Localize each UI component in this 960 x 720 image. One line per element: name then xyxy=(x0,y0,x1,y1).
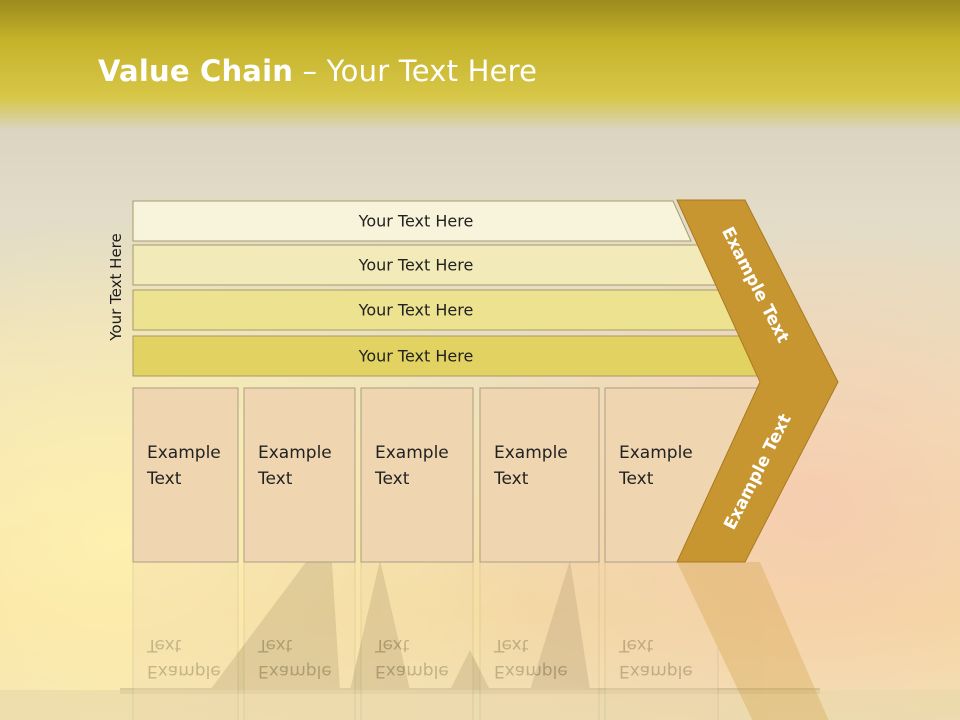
arrow-reflection xyxy=(677,562,829,720)
support-row-label: Your Text Here xyxy=(358,256,474,275)
primary-column xyxy=(479,387,600,563)
column-reflection xyxy=(132,561,239,720)
margin-arrow xyxy=(676,199,839,563)
column-reflection-text: Text xyxy=(493,635,529,655)
slide-title-bold: Value Chain xyxy=(98,54,294,88)
column-reflection-text: Example xyxy=(494,661,568,681)
primary-column-label: Example xyxy=(258,443,332,463)
slide-title-rest: Your Text Here xyxy=(326,54,538,88)
primary-column-label: Example xyxy=(494,443,568,463)
primary-column-label: Example xyxy=(619,443,693,463)
primary-column-label: Example xyxy=(375,443,449,463)
primary-column-label: Text xyxy=(374,469,410,489)
column-reflection-text: Example xyxy=(258,661,332,681)
column-reflection-text: Example xyxy=(619,661,693,681)
primary-column-label: Text xyxy=(618,469,654,489)
primary-column xyxy=(360,387,474,563)
column-reflection-text: Example xyxy=(147,661,221,681)
column-reflection-text: Text xyxy=(146,635,182,655)
slide-title-separator: – xyxy=(293,54,327,88)
column-reflection xyxy=(360,561,474,720)
column-reflection xyxy=(479,561,600,720)
slide-title: Value Chain – Your Text Here xyxy=(98,54,537,88)
primary-column-label: Example xyxy=(147,443,221,463)
primary-column-label: Text xyxy=(257,469,293,489)
primary-column-label: Text xyxy=(493,469,529,489)
primary-column-label: Text xyxy=(146,469,182,489)
primary-column xyxy=(243,387,356,563)
column-reflection xyxy=(243,561,356,720)
column-reflection-text: Text xyxy=(257,635,293,655)
header-band xyxy=(0,0,960,130)
primary-column xyxy=(132,387,239,563)
support-row xyxy=(132,200,692,242)
column-reflection xyxy=(604,561,719,720)
column-reflection-text: Text xyxy=(374,635,410,655)
column-reflection-text: Example xyxy=(375,661,449,681)
column-reflection-text: Text xyxy=(618,635,654,655)
support-row-label: Your Text Here xyxy=(358,301,474,320)
support-row-label: Your Text Here xyxy=(358,212,474,231)
support-row-label: Your Text Here xyxy=(358,347,474,366)
